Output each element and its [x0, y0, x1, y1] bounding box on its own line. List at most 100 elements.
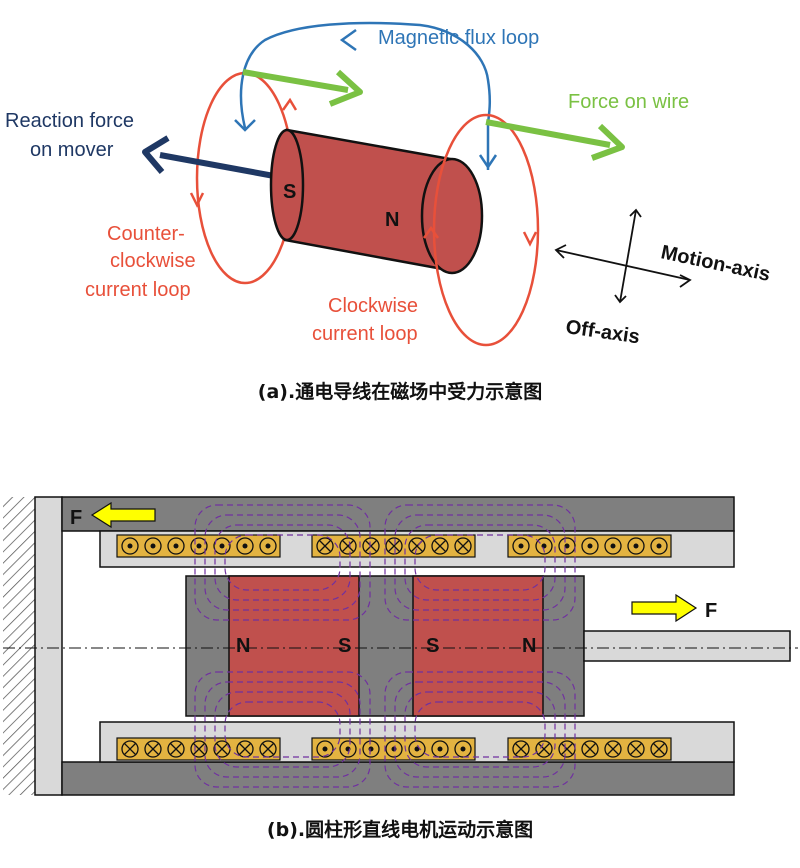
current-dot — [242, 543, 248, 549]
fixed-wall-hatch — [3, 497, 35, 795]
cw-loop-arrow-front-icon — [422, 225, 440, 239]
ccw-loop-label-3: current loop — [85, 279, 191, 301]
current-dot — [150, 543, 156, 549]
current-cross — [457, 540, 469, 552]
housing-top — [61, 496, 735, 532]
current-cross — [515, 743, 527, 755]
coil-groups — [116, 534, 672, 761]
caption-a: (a).通电导线在磁场中受力示意图 — [258, 380, 542, 403]
flux-loop — [414, 701, 546, 758]
reaction-force-label-2: on mover — [30, 139, 114, 161]
current-cross — [342, 540, 354, 552]
current-cross — [239, 743, 251, 755]
panel-b: N S S N F F (b).圆柱形直线电机运动示意图 — [3, 496, 798, 841]
flux-loop — [384, 504, 576, 621]
magnet-1-right-pole: S — [338, 635, 351, 657]
force-on-wire-label: Force on wire — [568, 91, 689, 113]
force-label-left: F — [70, 507, 82, 529]
flux-loop — [204, 681, 361, 778]
magnet-2-left-pole: S — [426, 635, 439, 657]
flux-loop — [194, 671, 371, 788]
flux-lines — [194, 504, 576, 788]
flux-loop — [224, 701, 341, 758]
current-dot — [610, 543, 616, 549]
pole-n-label: N — [385, 209, 399, 231]
current-dot — [414, 746, 420, 752]
current-cross — [319, 540, 331, 552]
current-cross — [434, 540, 446, 552]
magnet-1 — [228, 575, 360, 717]
flux-loop — [224, 534, 341, 591]
reaction-force-arrow — [142, 135, 286, 181]
current-dot — [196, 543, 202, 549]
ccw-loop-label-2: clockwise — [110, 250, 196, 272]
current-dot — [219, 543, 225, 549]
current-dot — [541, 543, 547, 549]
ccw-loop-arrow-icon — [189, 192, 205, 208]
force-arrow-top — [242, 69, 363, 107]
flux-loop — [394, 514, 566, 611]
housing-bottom — [61, 761, 735, 796]
ccw-loop-arrow-top-icon — [281, 97, 298, 111]
flux-arrow-top-icon — [339, 28, 357, 52]
current-cross — [216, 743, 228, 755]
magnet-1-left-pole: N — [236, 635, 250, 657]
current-cross — [538, 743, 550, 755]
motion-axis-label: Motion-axis — [659, 241, 772, 286]
cw-loop-label-2: current loop — [312, 323, 418, 345]
current-cross — [147, 743, 159, 755]
flux-arrow-left-icon — [234, 119, 256, 132]
current-dot — [127, 543, 133, 549]
flux-loop — [404, 524, 556, 601]
current-cross — [630, 743, 642, 755]
current-cross — [170, 743, 182, 755]
current-dot — [173, 543, 179, 549]
ccw-loop-label-1: Counter- — [107, 223, 185, 245]
flux-arrow-right-icon — [478, 154, 498, 170]
force-arrow-right — [631, 593, 698, 623]
panel-a: S N Magnetic flux loop Force on wire Rea… — [5, 21, 772, 403]
flux-loop — [394, 681, 566, 778]
cw-loop-label-1: Clockwise — [328, 295, 418, 317]
current-dot — [265, 543, 271, 549]
current-dot — [656, 543, 662, 549]
current-cross — [607, 743, 619, 755]
current-dot — [391, 746, 397, 752]
force-arrow-right — [485, 119, 625, 161]
force-arrow-left — [90, 501, 156, 529]
current-dot — [518, 543, 524, 549]
flux-loop — [404, 691, 556, 768]
current-dot — [437, 746, 443, 752]
current-cross — [653, 743, 665, 755]
clockwise-loop — [432, 113, 540, 347]
axis-cross — [554, 208, 692, 304]
current-dot — [633, 543, 639, 549]
current-dot — [564, 543, 570, 549]
current-cross — [584, 743, 596, 755]
current-dot — [460, 746, 466, 752]
flux-loop — [204, 514, 361, 611]
pole-s-label: S — [283, 181, 296, 203]
force-label-right: F — [705, 600, 717, 622]
off-axis-label: Off-axis — [564, 316, 641, 348]
flux-loop — [214, 691, 351, 768]
cylinder-magnet — [269, 128, 484, 275]
magnet-2 — [412, 575, 544, 717]
mover-shaft — [583, 630, 791, 662]
current-dot — [368, 746, 374, 752]
magnet-2-right-pole: N — [522, 635, 536, 657]
end-plate — [34, 496, 63, 796]
current-cross — [388, 540, 400, 552]
current-cross — [262, 743, 274, 755]
flux-loop — [214, 524, 351, 601]
current-cross — [561, 743, 573, 755]
magnetic-flux-loop — [239, 21, 492, 170]
flux-loop — [414, 534, 546, 591]
current-dot — [587, 543, 593, 549]
reaction-force-label-1: Reaction force — [5, 110, 134, 132]
flux-loop — [194, 504, 371, 621]
caption-b: (b).圆柱形直线电机运动示意图 — [267, 818, 533, 841]
magnetic-flux-loop-label: Magnetic flux loop — [378, 27, 539, 49]
current-cross — [365, 540, 377, 552]
